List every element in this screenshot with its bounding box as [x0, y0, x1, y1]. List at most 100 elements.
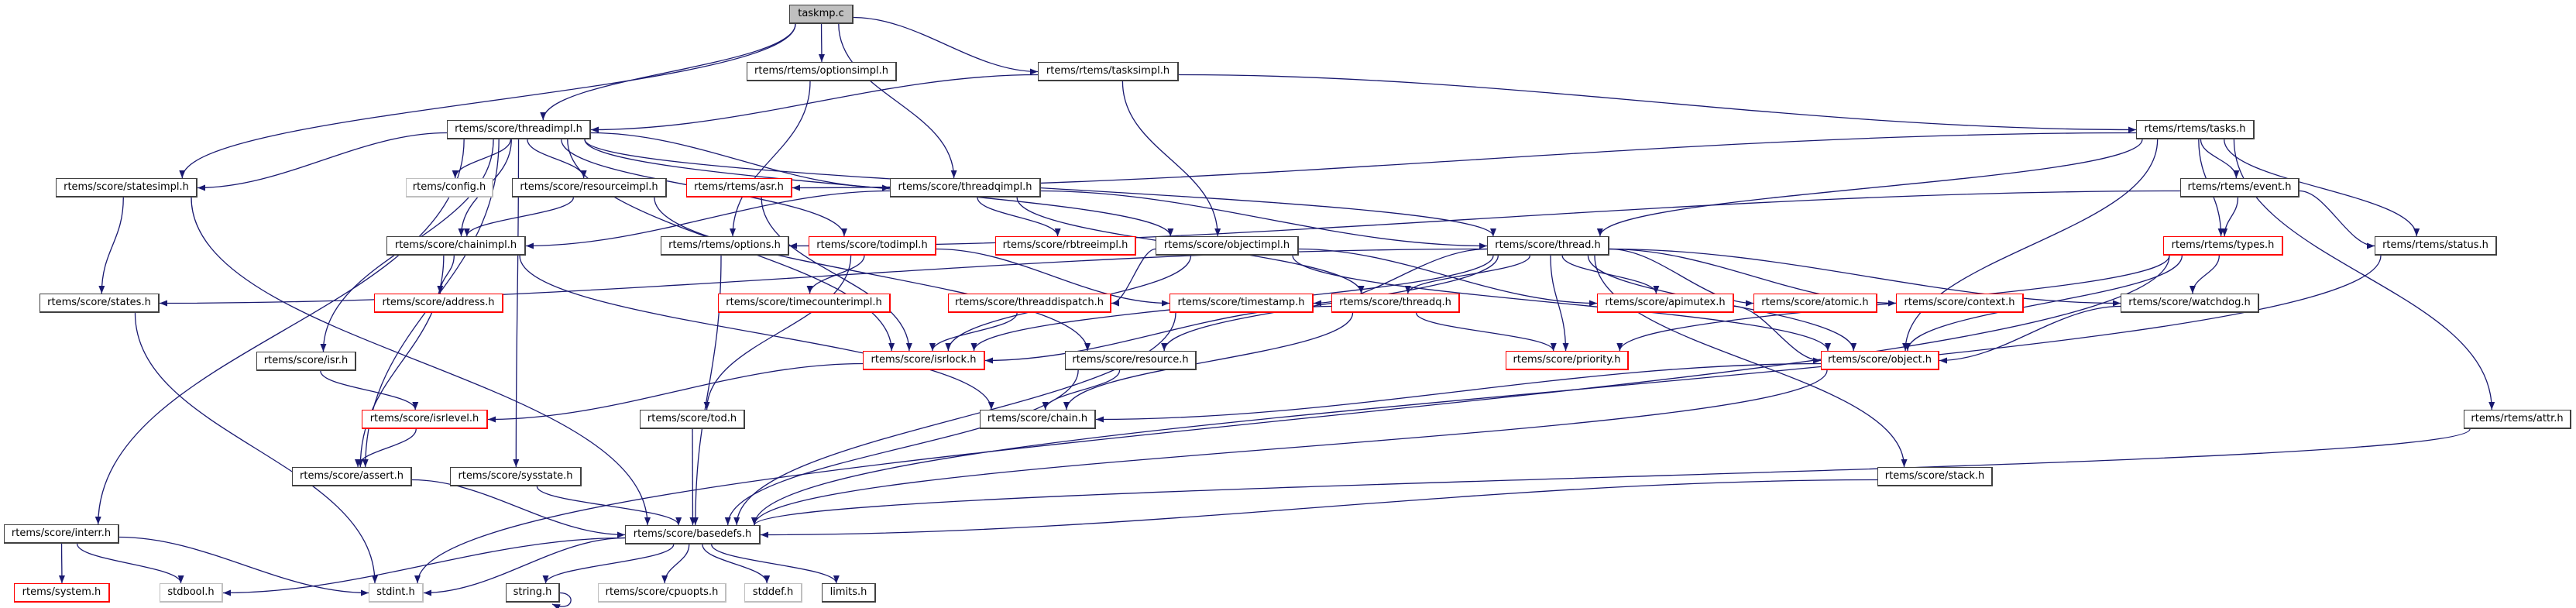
node-rtems-score-rbtreeimpl-h[interactable]: rtems/score/rbtreeimpl.h: [995, 236, 1136, 256]
edge-rtems-score-objectimpl-h-to-rtems-score-threaddispatch-h: [1111, 248, 1156, 307]
edge-rtems-score-isr-h-to-rtems-score-isrlevel-h: [320, 370, 419, 410]
node-rtems-score-assert-h[interactable]: rtems/score/assert.h: [292, 467, 412, 486]
node-rtems-rtems-event-h[interactable]: rtems/rtems/event.h: [2180, 178, 2300, 198]
node-rtems-score-threadimpl-h[interactable]: rtems/score/threadimpl.h: [447, 120, 591, 139]
node-rtems-score-todimpl-h[interactable]: rtems/score/todimpl.h: [809, 236, 936, 256]
node-rtems-score-basedefs-h[interactable]: rtems/score/basedefs.h: [625, 525, 761, 544]
edge-rtems-score-interr-h-to-stdint-h: [118, 536, 369, 596]
node-rtems-score-watchdog-h[interactable]: rtems/score/watchdog.h: [2121, 294, 2259, 313]
edge-rtems-score-todimpl-h-to-rtems-score-tod-h: [703, 255, 852, 410]
node-stddef-h: stddef.h: [744, 583, 802, 603]
edge-rtems-score-todimpl-h-to-rtems-score-timecounterimpl-h: [806, 255, 865, 294]
edge-rtems-rtems-attr-h-to-rtems-score-basedefs-h: [751, 428, 2471, 526]
edge-rtems-score-basedefs-h-to-rtems-score-cpuopts-h: [661, 544, 690, 584]
node-rtems-score-atomic-h[interactable]: rtems/score/atomic.h: [1753, 294, 1877, 313]
node-rtems-score-threaddispatch-h[interactable]: rtems/score/threaddispatch.h: [948, 294, 1111, 313]
node-rtems-rtems-types-h[interactable]: rtems/rtems/types.h: [2163, 236, 2283, 256]
edge-rtems-score-sysstate-h-to-rtems-score-basedefs-h: [536, 486, 682, 526]
node-rtems-rtems-attr-h[interactable]: rtems/rtems/attr.h: [2464, 410, 2571, 429]
edge-rtems-score-thread-h-to-rtems-score-resource-h: [1161, 255, 1499, 352]
edge-rtems-score-chainimpl-h-to-rtems-score-address-h: [437, 255, 455, 294]
edge-rtems-score-timestamp-h-to-rtems-score-basedefs-h: [733, 312, 1176, 526]
node-rtems-score-threadqimpl-h[interactable]: rtems/score/threadqimpl.h: [890, 178, 1041, 198]
node-rtems-rtems-tasks-h[interactable]: rtems/rtems/tasks.h: [2136, 120, 2255, 139]
edge-rtems-rtems-types-h-to-rtems-score-priority-h: [1616, 255, 2170, 352]
node-rtems-score-resource-h[interactable]: rtems/score/resource.h: [1065, 351, 1197, 370]
edge-rtems-score-threadq-h-to-rtems-score-priority-h: [1415, 312, 1557, 352]
edge-rtems-rtems-tasks-h-to-rtems-rtems-status-h: [2224, 139, 2420, 237]
edge-rtems-score-object-h-to-rtems-score-basedefs-h: [751, 369, 1828, 526]
edge-rtems-score-basedefs-h-to-stddef-h: [702, 544, 771, 584]
node-rtems-score-chain-h[interactable]: rtems/score/chain.h: [980, 410, 1096, 429]
edge-rtems-score-basedefs-h-to-stdint-h: [423, 537, 626, 596]
edge-rtems-score-states-h-to-stdint-h: [134, 312, 378, 584]
edge-rtems-score-threadimpl-h-to-rtems-score-resourceimpl-h: [527, 139, 587, 179]
edge-rtems-score-basedefs-h-to-string-h: [542, 544, 675, 584]
edge-rtems-score-basedefs-h-to-limits-h: [711, 544, 840, 584]
node-rtems-score-states-h[interactable]: rtems/score/states.h: [39, 294, 160, 313]
node-rtems-score-stack-h[interactable]: rtems/score/stack.h: [1877, 467, 1993, 486]
node-rtems-rtems-options-h[interactable]: rtems/rtems/options.h: [661, 236, 789, 256]
node-rtems-rtems-status-h[interactable]: rtems/rtems/status.h: [2375, 236, 2497, 256]
edge-rtems-rtems-types-h-to-rtems-score-watchdog-h: [2189, 255, 2220, 294]
node-rtems-rtems-asr-h[interactable]: rtems/rtems/asr.h: [686, 178, 792, 198]
node-rtems-score-apimutex-h[interactable]: rtems/score/apimutex.h: [1597, 294, 1734, 313]
node-rtems-score-threadq-h[interactable]: rtems/score/threadq.h: [1331, 294, 1460, 313]
edge-rtems-score-resourceimpl-h-to-rtems-score-chainimpl-h: [463, 197, 575, 237]
node-string-h[interactable]: string.h: [506, 583, 560, 603]
edge-rtems-score-thread-h-to-rtems-score-stack-h: [1594, 255, 1908, 468]
node-rtems-score-sysstate-h[interactable]: rtems/score/sysstate.h: [450, 467, 582, 486]
node-stdint-h: stdint.h: [369, 583, 424, 603]
edge-rtems-score-threadqimpl-h-to-rtems-score-rbtreeimpl-h: [977, 197, 1061, 237]
edge-rtems-score-chainimpl-h-to-rtems-score-chain-h: [519, 255, 994, 410]
edge-rtems-score-resource-h-to-rtems-score-chain-h: [1042, 369, 1121, 410]
edge-rtems-score-watchdog-h-to-rtems-score-object-h: [1939, 305, 2121, 364]
edge-rtems-score-threadimpl-h-to-rtems-score-interr-h: [94, 139, 465, 525]
node-rtems-score-timestamp-h[interactable]: rtems/score/timestamp.h: [1170, 294, 1314, 313]
edge-taskmp-c-to-rtems-score-threadimpl-h: [540, 23, 796, 121]
node-rtems-score-isrlock-h[interactable]: rtems/score/isrlock.h: [863, 351, 985, 370]
node-rtems-config-h: rtems/config.h: [406, 178, 493, 198]
edge-rtems-rtems-status-h-to-rtems-score-basedefs-h: [751, 255, 2382, 526]
edge-rtems-rtems-types-h-to-stdint-h: [414, 255, 2170, 584]
edge-rtems-score-object-h-to-rtems-score-chain-h: [1095, 362, 1822, 423]
edge-rtems-rtems-tasks-h-to-rtems-rtems-event-h: [2200, 139, 2240, 179]
edge-rtems-rtems-tasks-h-to-rtems-score-thread-h: [1596, 139, 2143, 237]
node-rtems-score-address-h[interactable]: rtems/score/address.h: [374, 294, 503, 313]
edge-rtems-score-isrlock-h-to-rtems-score-isrlevel-h: [487, 362, 864, 423]
edge-rtems-score-threadqimpl-h-to-rtems-score-chainimpl-h: [525, 190, 891, 249]
node-rtems-score-cpuopts-h: rtems/score/cpuopts.h: [598, 583, 726, 603]
node-rtems-score-object-h[interactable]: rtems/score/object.h: [1821, 351, 1939, 370]
node-rtems-score-resourceimpl-h[interactable]: rtems/score/resourceimpl.h: [512, 178, 667, 198]
node-taskmp-c: taskmp.c: [789, 5, 854, 24]
node-rtems-rtems-tasksimpl-h[interactable]: rtems/rtems/tasksimpl.h: [1038, 62, 1179, 81]
edge-rtems-score-resourceimpl-h-to-rtems-score-resource-h: [654, 197, 1091, 352]
edge-rtems-score-statesimpl-h-to-rtems-score-basedefs-h: [191, 197, 651, 526]
node-rtems-score-context-h[interactable]: rtems/score/context.h: [1896, 294, 2024, 313]
node-rtems-score-timecounterimpl-h[interactable]: rtems/score/timecounterimpl.h: [718, 294, 891, 313]
node-limits-h[interactable]: limits.h: [822, 583, 876, 603]
node-rtems-score-chainimpl-h[interactable]: rtems/score/chainimpl.h: [386, 236, 526, 256]
node-rtems-score-objectimpl-h[interactable]: rtems/score/objectimpl.h: [1156, 236, 1299, 256]
node-rtems-score-statesimpl-h[interactable]: rtems/score/statesimpl.h: [56, 178, 197, 198]
node-rtems-rtems-optionsimpl-h[interactable]: rtems/rtems/optionsimpl.h: [747, 62, 897, 81]
node-rtems-score-interr-h[interactable]: rtems/score/interr.h: [4, 524, 119, 544]
node-rtems-score-priority-h[interactable]: rtems/score/priority.h: [1506, 351, 1629, 370]
edge-rtems-score-objectimpl-h-to-rtems-score-object-h: [1292, 255, 1831, 352]
edge-rtems-score-thread-h-to-rtems-score-apimutex-h: [1561, 255, 1660, 294]
node-rtems-score-isr-h[interactable]: rtems/score/isr.h: [256, 352, 356, 371]
edge-rtems-rtems-tasksimpl-h-to-rtems-score-objectimpl-h: [1121, 81, 1221, 237]
node-rtems-score-thread-h[interactable]: rtems/score/thread.h: [1487, 236, 1609, 256]
edge-rtems-score-chainimpl-h-to-rtems-score-assert-h: [357, 255, 445, 468]
edge-rtems-score-stack-h-to-rtems-score-basedefs-h: [760, 479, 1878, 538]
edge-rtems-rtems-event-h-to-rtems-rtems-status-h: [2299, 190, 2375, 249]
edge-rtems-score-resource-h-to-rtems-score-basedefs-h: [724, 369, 1079, 526]
edge-rtems-score-thread-h-to-rtems-score-priority-h: [1550, 255, 1569, 352]
edge-rtems-score-thread-h-to-rtems-score-threadq-h: [1404, 255, 1531, 294]
node-rtems-score-tod-h[interactable]: rtems/score/tod.h: [640, 410, 745, 429]
node-rtems-score-isrlevel-h[interactable]: rtems/score/isrlevel.h: [362, 410, 488, 429]
edge-rtems-score-interr-h-to-stdbool-h: [76, 543, 184, 584]
edge-rtems-score-threadqimpl-h-to-rtems-score-thread-h: [1040, 190, 1488, 249]
node-rtems-system-h[interactable]: rtems/system.h: [14, 583, 110, 603]
